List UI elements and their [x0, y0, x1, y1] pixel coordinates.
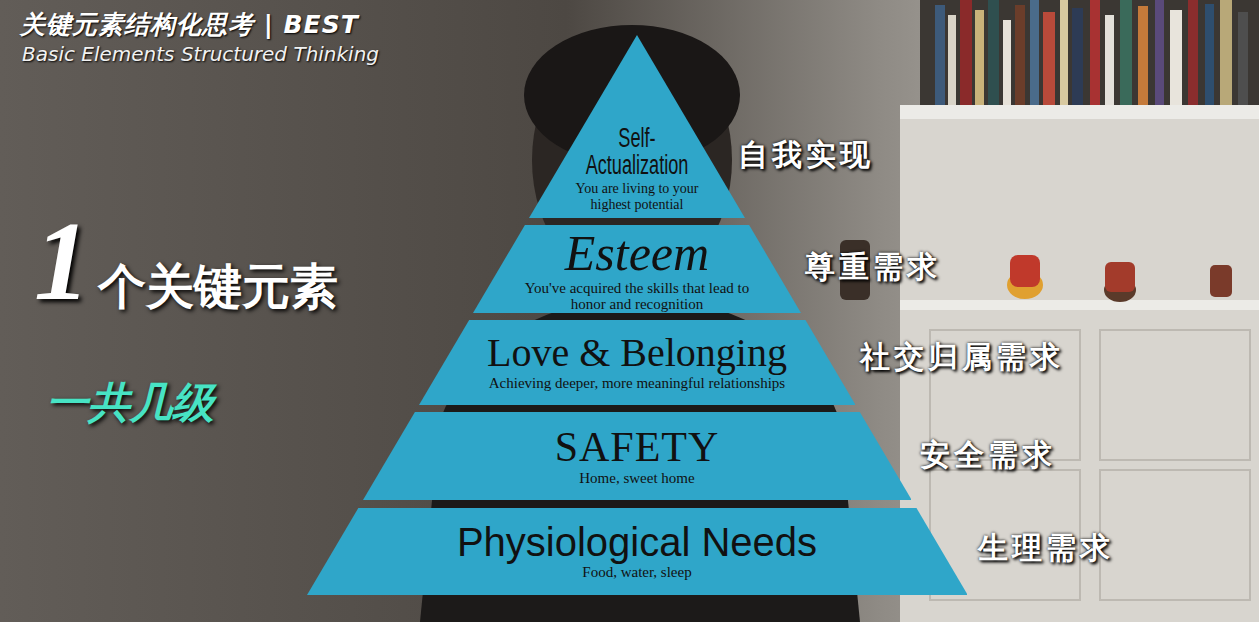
pyramid-band: Physiological NeedsFood, water, sleep生理需… [307, 508, 968, 595]
band-description: Home, sweet home [579, 470, 694, 487]
band-fill [529, 35, 745, 218]
band-heading: Self- Actualization [577, 125, 698, 179]
band-content: Love & BelongingAchieving deeper, more m… [419, 320, 856, 405]
headline: 个关键元素 [98, 258, 338, 316]
band-heading: Esteem [565, 228, 709, 278]
band-fill [307, 508, 968, 595]
question-label: 一共几级 [46, 378, 214, 428]
band-content: SAFETY Home, sweet home [363, 412, 912, 500]
side-label: 生理需求 [978, 530, 1114, 566]
band-fill [419, 320, 856, 405]
band-heading: Love & Belonging [487, 333, 787, 373]
pyramid-band: Self- ActualizationYou are living to you… [529, 35, 745, 218]
big-number: 1 [34, 205, 90, 317]
pyramid-band: Love & BelongingAchieving deeper, more m… [419, 320, 856, 405]
band-description: Food, water, sleep [582, 564, 691, 581]
band-content: Self- ActualizationYou are living to you… [529, 35, 745, 218]
band-description: Achieving deeper, more meaningful relati… [489, 375, 785, 392]
band-description: You've acquired the skills that lead to … [512, 280, 762, 313]
band-content: Physiological NeedsFood, water, sleep [307, 508, 968, 595]
band-content: EsteemYou've acquired the skills that le… [473, 225, 801, 313]
band-heading: Physiological Needs [457, 522, 817, 562]
pyramid-band: SAFETYHome, sweet home安全需求 [363, 412, 912, 500]
band-heading: SAFETY [555, 426, 720, 468]
pyramid-band: EsteemYou've acquired the skills that le… [473, 225, 801, 313]
band-description: You are living to your highest potential [562, 181, 712, 212]
band-fill [473, 225, 801, 313]
side-label: 尊重需求 [805, 249, 941, 285]
side-label: 社交归属需求 [860, 339, 1064, 375]
side-label: 安全需求 [920, 437, 1056, 473]
side-label: 自我实现 [738, 137, 874, 173]
title: 关键元素结构化思考 | BEST [20, 8, 359, 41]
band-fill [363, 412, 912, 500]
subtitle: Basic Elements Structured Thinking [22, 42, 379, 66]
